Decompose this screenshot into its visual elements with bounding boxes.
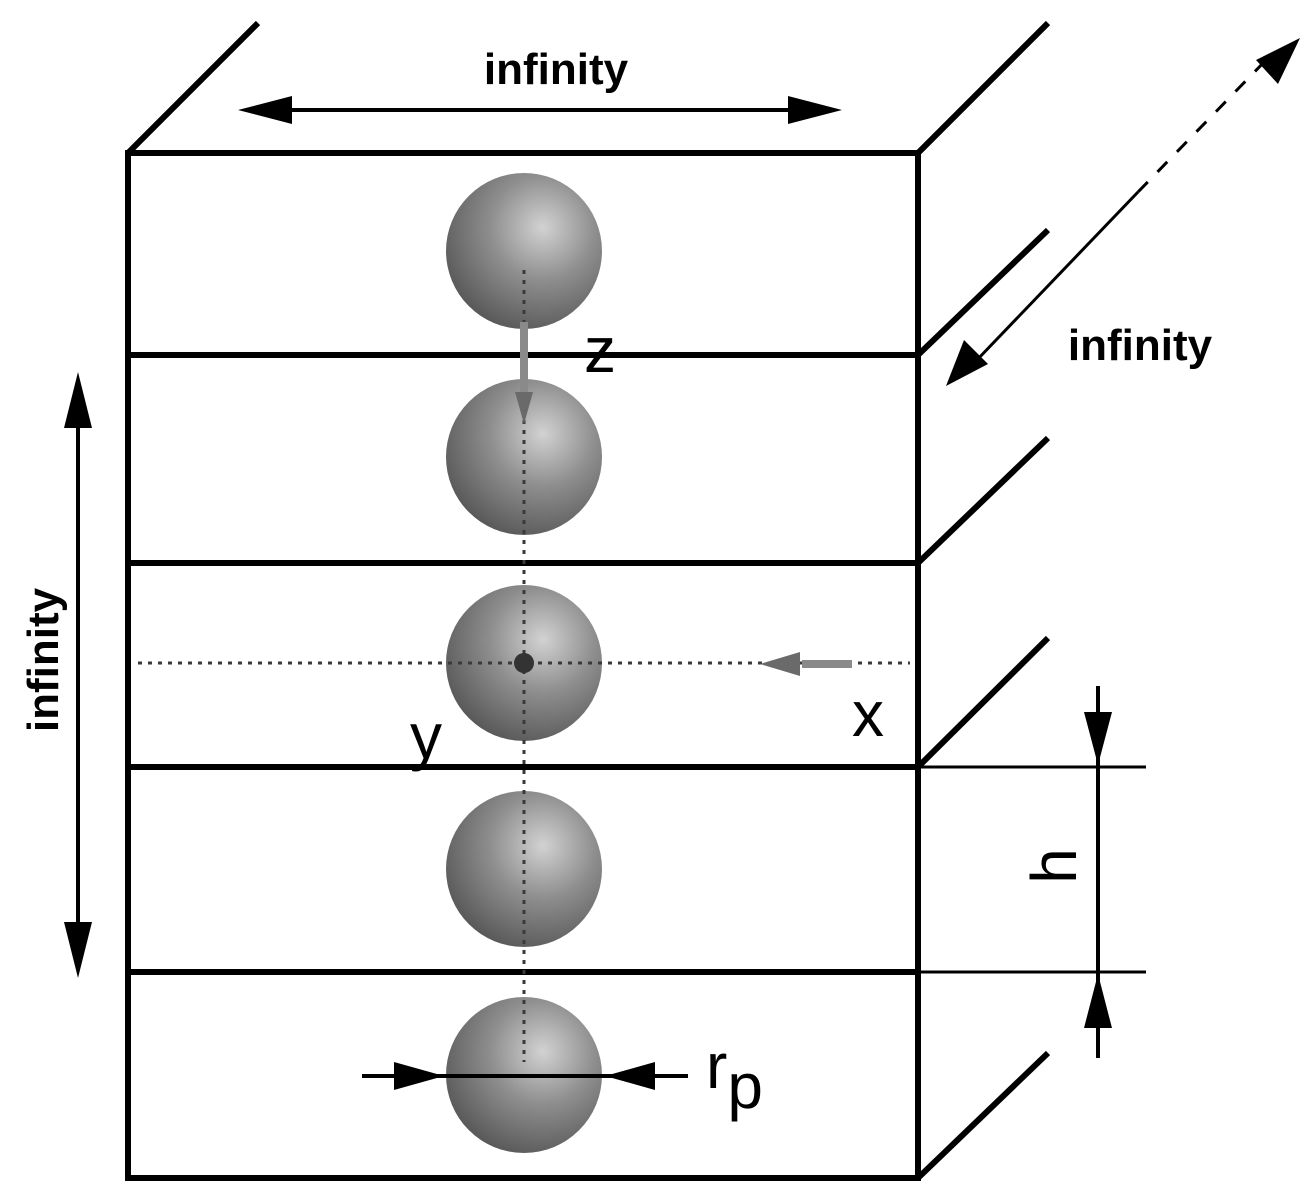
perspective-edge-layer-3 [915,635,1051,770]
height-infinity-arrow [64,372,92,978]
radius-label: rp [706,1030,763,1122]
perspective-edge-layer-1 [915,227,1051,358]
origin-point [514,653,534,673]
height-infinity-label: infinity [19,587,68,732]
width-infinity-label: infinity [484,45,629,94]
period-h-label: h [1018,848,1090,884]
z-axis-arrow [515,322,533,424]
perspective-edges [125,20,1051,1181]
x-axis-arrow [760,652,852,676]
box-front-face [125,150,921,1181]
axis-z-label: z [584,314,616,386]
radius-label-subscript: p [727,1050,763,1122]
radius-dimension [362,1062,688,1090]
perspective-edge-layer-2 [915,435,1051,566]
period-h-dimension [918,686,1146,1058]
axis-y-label: y [410,700,442,772]
sphere-1 [446,173,602,329]
radius-label-main: r [706,1030,727,1102]
sphere-4 [446,791,602,947]
perspective-edge-top-left [125,20,261,156]
sphere-2 [446,379,602,535]
depth-infinity-arrow [946,38,1300,386]
axis-x-label: x [852,678,884,750]
perspective-edge-top-right [915,20,1051,156]
width-infinity-arrow [238,96,842,124]
sphere-chain [446,173,602,1153]
depth-infinity-label: infinity [1068,321,1213,370]
perspective-edge-bottom [915,1050,1051,1181]
